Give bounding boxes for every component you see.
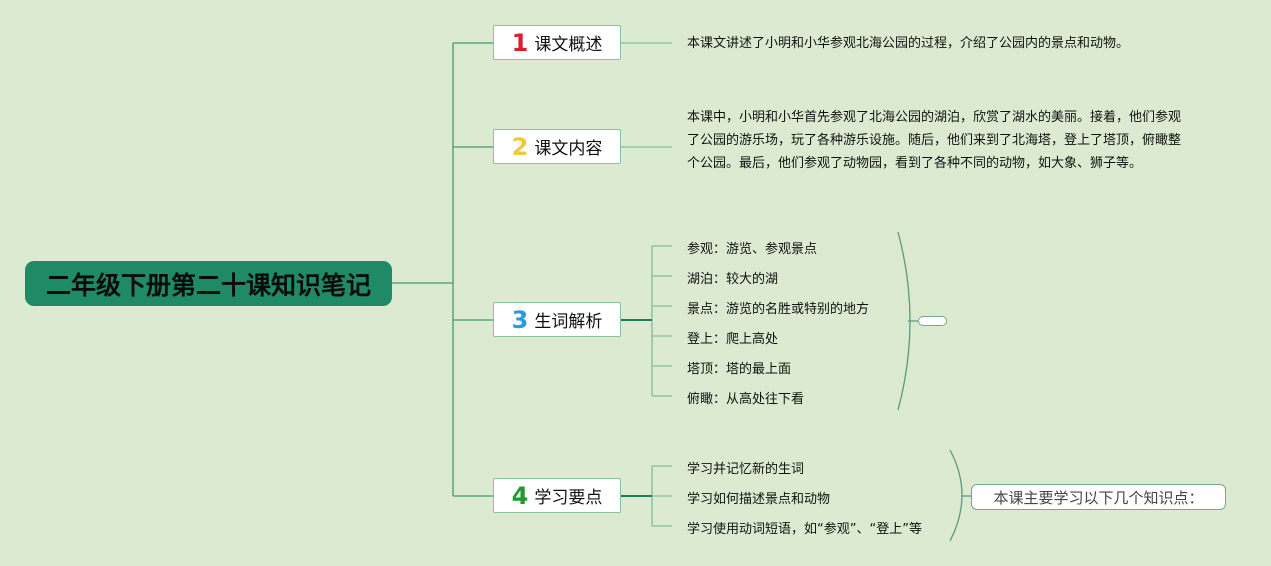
- vocab-item[interactable]: 俯瞰：从高处往下看: [687, 392, 805, 407]
- branch-label: 课文概述: [534, 35, 603, 55]
- root-topic[interactable]: 二年级下册第二十课知识笔记: [25, 261, 392, 306]
- key-point-item[interactable]: 学习并记忆新的生词: [687, 462, 805, 477]
- content-text: 本课中，小明和小华首先参观了北海公园的湖泊，欣赏了湖水的美丽。接着，他们参观了公…: [687, 110, 1182, 171]
- vocab-item[interactable]: 塔顶：塔的最上面: [687, 362, 792, 377]
- summary-text: 本课主要学习以下几个知识点：: [993, 488, 1204, 507]
- branch-label: 生词解析: [534, 312, 603, 332]
- number-1-icon: 1: [511, 28, 529, 57]
- number-2-icon: 2: [511, 132, 529, 161]
- key-point-item[interactable]: 学习如何描述景点和动物: [687, 492, 831, 507]
- vocab-item[interactable]: 景点：游览的名胜或特别的地方: [687, 302, 870, 317]
- root-title: 二年级下册第二十课知识笔记: [45, 270, 371, 300]
- number-4-icon: 4: [511, 481, 529, 510]
- overview-text: 本课文讲述了小明和小华参观北海公园的过程，介绍了公园内的景点和动物。: [687, 36, 1130, 51]
- branch-label: 课文内容: [534, 139, 603, 159]
- vocab-item[interactable]: 参观：游览、参观景点: [687, 242, 818, 257]
- key-point-item[interactable]: 学习使用动词短语，如“参观”、“登上”等: [687, 522, 922, 537]
- vocab-item[interactable]: 登上：爬上高处: [687, 332, 779, 347]
- empty-summary-node[interactable]: [918, 316, 947, 326]
- number-3-icon: 3: [511, 305, 529, 334]
- branch-label: 学习要点: [534, 488, 603, 508]
- vocab-item[interactable]: 湖泊：较大的湖: [687, 272, 779, 287]
- summary-node[interactable]: 本课主要学习以下几个知识点：: [971, 484, 1226, 510]
